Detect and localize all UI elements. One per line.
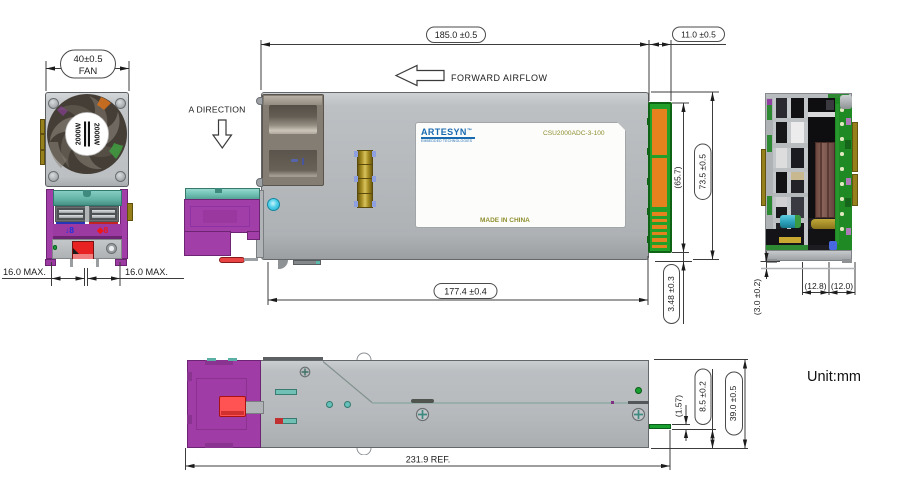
svg-text:FORWARD AIRFLOW: FORWARD AIRFLOW [451, 73, 548, 83]
svg-text:39.0 ±0.5: 39.0 ±0.5 [728, 386, 738, 422]
svg-text:16.0 MAX.: 16.0 MAX. [3, 267, 46, 277]
svg-text:(3.0 ±0.2): (3.0 ±0.2) [752, 279, 762, 315]
svg-text:73.5 ±0.5: 73.5 ±0.5 [698, 154, 708, 190]
svg-text:(12.8): (12.8) [804, 281, 826, 291]
svg-text:40±0.5: 40±0.5 [74, 54, 103, 65]
svg-text:2000W: 2000W [75, 123, 82, 146]
svg-text:(12.0): (12.0) [831, 281, 853, 291]
svg-text:A DIRECTION: A DIRECTION [188, 105, 245, 115]
svg-text:185.0 ±0.5: 185.0 ±0.5 [435, 30, 477, 40]
svg-text:3.48 ±0.3: 3.48 ±0.3 [666, 276, 676, 312]
svg-text:177.4 ±0.4: 177.4 ±0.4 [444, 287, 486, 297]
svg-text:16.0 MAX.: 16.0 MAX. [125, 267, 168, 277]
svg-text:11.0 ±0.5: 11.0 ±0.5 [681, 30, 716, 40]
svg-text:231.9 REF.: 231.9 REF. [406, 455, 451, 465]
svg-text:FAN: FAN [79, 66, 98, 77]
svg-text:2000W: 2000W [93, 123, 100, 146]
svg-text:(65.7): (65.7) [673, 166, 683, 188]
svg-text:(1.57): (1.57) [674, 395, 684, 417]
svg-text:8.5 ±0.2: 8.5 ±0.2 [698, 381, 708, 412]
